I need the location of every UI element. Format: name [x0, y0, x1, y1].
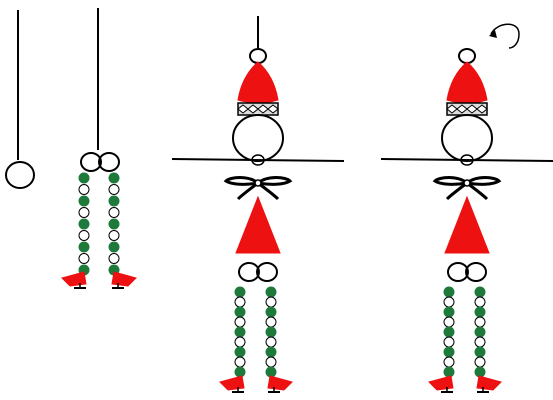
step-3-left-bead-icon: [235, 337, 245, 347]
step-4-left-bead-icon: [444, 337, 454, 347]
step-2-right-foot-icon: [112, 272, 136, 286]
step-4-right-bead-icon: [475, 357, 485, 367]
step-3-right-bead-icon: [266, 327, 276, 337]
step-4-left-bead-icon: [444, 297, 454, 307]
step-3-left-bead-icon: [235, 287, 245, 297]
step-4-right-bead-icon: [475, 367, 485, 377]
step-3-left-bead-icon: [235, 347, 245, 357]
step-3-left-bead-icon: [235, 327, 245, 337]
step-4-bow-knot: [464, 180, 470, 186]
step-3-body-icon: [236, 197, 280, 253]
step-2-right-bead-icon: [109, 254, 119, 264]
step-3-left-foot-icon: [220, 376, 244, 390]
step-2-right-bead-icon: [109, 231, 119, 241]
figure-step-1: [6, 10, 34, 188]
step-4-left-bead-icon: [444, 287, 454, 297]
step-3-right-foot-icon: [268, 376, 292, 390]
step-2-right-bead-icon: [109, 208, 119, 218]
step-3-left-bead-icon: [235, 357, 245, 367]
step-3-head-ring-icon: [233, 115, 283, 161]
step-2-left-bead-icon: [79, 196, 89, 206]
step-3-right-bead-icon: [266, 337, 276, 347]
step-3-right-bead-icon: [266, 287, 276, 297]
step-4-left-bead-icon: [444, 327, 454, 337]
step-3-right-bead-icon: [266, 317, 276, 327]
step-4-head-ring-icon: [442, 115, 492, 161]
step-2-left-bead-icon: [79, 231, 89, 241]
step-4-left-bead-icon: [444, 347, 454, 357]
step-4-right-bead-icon: [475, 347, 485, 357]
step-4-hat-icon: [447, 62, 487, 103]
step-2-left-bead-icon: [79, 173, 89, 183]
step-3-right-bead-icon: [266, 367, 276, 377]
step-2-left-bead-icon: [79, 242, 89, 252]
step-2-left-bead-icon: [79, 185, 89, 195]
step-4-right-bead-icon: [475, 317, 485, 327]
step-2-right-bead-icon: [109, 196, 119, 206]
step-2-right-bead-icon: [109, 173, 119, 183]
step-3-left-bead-icon: [235, 317, 245, 327]
step-2-left-bead-icon: [79, 219, 89, 229]
step-2-left-foot-icon: [62, 272, 86, 286]
step-2-left-bead-icon: [79, 254, 89, 264]
figure-step-3: [172, 16, 344, 392]
step-4-right-bead-icon: [475, 327, 485, 337]
step-3-hat-icon: [238, 62, 278, 103]
step-3-right-bead-icon: [266, 307, 276, 317]
step-4-left-bead-icon: [444, 307, 454, 317]
step-3-left-bead-icon: [235, 307, 245, 317]
step-3-top-ring-icon: [250, 49, 266, 63]
step-2-right-bead-icon: [109, 185, 119, 195]
step-3-left-bead-icon: [235, 367, 245, 377]
step-4-body-icon: [445, 197, 489, 253]
step-3-bow-knot: [255, 180, 261, 186]
step-4-right-bead-icon: [475, 287, 485, 297]
step-4-left-bead-icon: [444, 367, 454, 377]
step-3-bow-left-icon: [226, 178, 258, 185]
step-2-right-bead-icon: [109, 219, 119, 229]
figure-step-2: [62, 8, 136, 288]
step-3-bow-right-icon: [258, 178, 290, 185]
step-3-arm-line: [172, 159, 344, 161]
step-4-left-bead-icon: [444, 317, 454, 327]
step-3-left-bead-icon: [235, 297, 245, 307]
step-4-top-ring-icon: [459, 49, 475, 63]
step-2-right-bead-icon: [109, 242, 119, 252]
step-3-right-bead-icon: [266, 297, 276, 307]
step-2-left-bead-icon: [79, 208, 89, 218]
step-4-right-bead-icon: [475, 337, 485, 347]
step-4-left-foot-icon: [429, 376, 453, 390]
step-3-right-bead-icon: [266, 357, 276, 367]
step-4-bow-right-icon: [467, 178, 499, 185]
step-1-ring-icon: [6, 162, 34, 188]
step-4-bow-left-icon: [435, 178, 467, 185]
step-4-arm-line: [381, 159, 553, 161]
step-4-left-bead-icon: [444, 357, 454, 367]
step-3-right-bead-icon: [266, 347, 276, 357]
step-4-right-bead-icon: [475, 297, 485, 307]
step-4-right-bead-icon: [475, 307, 485, 317]
figure-step-4: [381, 24, 553, 392]
step-4-right-foot-icon: [477, 376, 501, 390]
